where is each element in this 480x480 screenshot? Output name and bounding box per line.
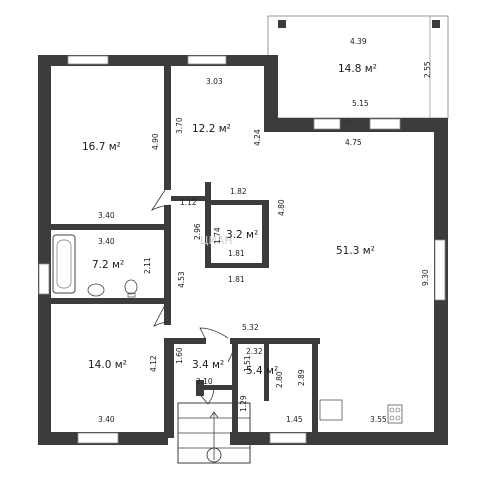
dim-label: 4.12 [149, 355, 158, 372]
dim-label: 2.10 [196, 377, 213, 386]
dim-label: 5.32 [242, 323, 259, 332]
dim-label: 2.96 [193, 223, 202, 240]
dim-label: 2.11 [143, 257, 152, 274]
dim-label: 1.82 [230, 187, 247, 196]
dim-label: 3.03 [206, 77, 223, 86]
dim-label: 1.45 [286, 415, 303, 424]
dim-label: 4.80 [277, 199, 286, 216]
entrance-stairs [177, 402, 251, 464]
room-label-3-2: 3.2 м² [226, 229, 258, 241]
dim-label: 4.75 [345, 138, 362, 147]
room-label-12-2: 12.2 м² [192, 123, 231, 135]
dim-label: 2.89 [297, 369, 306, 386]
room-label-16-7: 16.7 м² [82, 141, 121, 153]
interior-walls [45, 62, 320, 438]
bathroom-fixtures [52, 234, 138, 298]
dim-label: 3.70 [175, 117, 184, 134]
kitchen-fixtures [319, 399, 403, 424]
dim-label: 3.55 [370, 415, 387, 424]
dim-label: 2.80 [275, 371, 284, 388]
dim-label: 1.29 [239, 395, 248, 412]
dim-label: 4.90 [151, 133, 160, 150]
dimension-labels: 4.39 2.55 5.15 4.75 3.03 3.70 4.24 4.90 … [98, 37, 432, 424]
dim-label: 2.55 [423, 61, 432, 78]
room-labels: 16.7 м² 12.2 м² 14.8 м² 3.2 м² 7.2 м² 51… [82, 63, 377, 377]
dim-label: 1.60 [175, 347, 184, 364]
dim-label: 1.51 [243, 355, 252, 372]
dim-label: 1.81 [228, 275, 245, 284]
terrace-outline [267, 15, 449, 119]
dim-label: 2.32 [246, 347, 263, 356]
dim-label: 4.53 [177, 271, 186, 288]
dim-label: 3.40 [98, 415, 115, 424]
room-label-3-4: 3.4 м² [192, 359, 224, 371]
room-label-7-2: 7.2 м² [92, 259, 124, 271]
dim-label: 1.74 [213, 227, 222, 244]
dim-label: 3.40 [98, 211, 115, 220]
doors [150, 117, 361, 405]
dim-label: 1.81 [228, 249, 245, 258]
windows [38, 55, 446, 444]
room-label-51-3: 51.3 м² [336, 245, 375, 257]
dim-label: 1.12 [180, 198, 197, 207]
dim-label: 9.30 [421, 269, 430, 286]
dim-label: 5.15 [352, 99, 369, 108]
room-label-14-8: 14.8 м² [338, 63, 377, 75]
room-label-5-4: 5.4 м² [246, 365, 278, 377]
room-label-14-0: 14.0 м² [88, 359, 127, 371]
dim-label: 4.24 [253, 129, 262, 146]
dim-label: 4.39 [350, 37, 367, 46]
watermark-text: ЦИАН [200, 234, 233, 247]
dim-label: 3.40 [98, 237, 115, 246]
